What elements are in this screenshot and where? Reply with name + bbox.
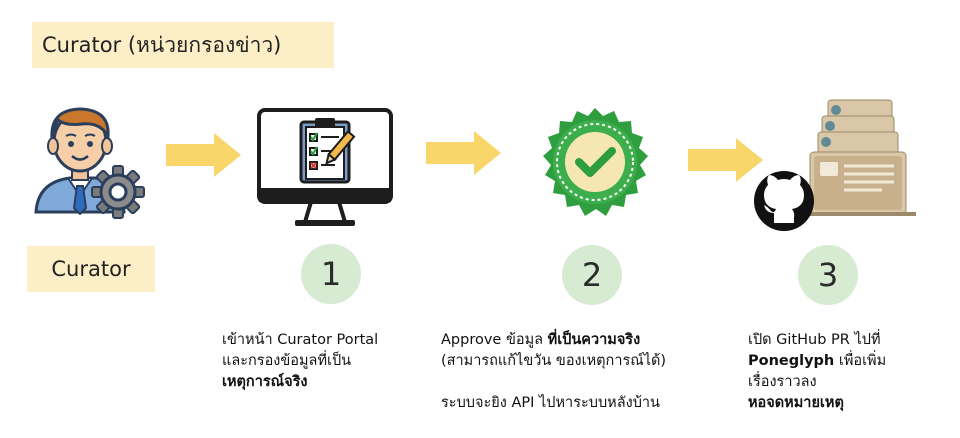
arrow-icon <box>688 138 763 182</box>
description-line: เปิด GitHub PR ไปที่ <box>748 332 881 348</box>
description-line: หอจดหมายเหตุ <box>748 395 844 411</box>
curator-actor <box>30 100 150 225</box>
description-spacer <box>441 372 731 393</box>
step-1-description: เข้าหน้า Curator Portal และกรองข้อมูลที่… <box>222 330 442 393</box>
description-line: ระบบจะยิง API ไปหาระบบหลังบ้าน <box>441 395 660 411</box>
curator-with-gear-icon <box>34 107 145 219</box>
step-3-description: เปิด GitHub PR ไปที่ Poneglyph เพื่อเพิ่… <box>748 330 948 414</box>
diagram-title-text: Curator (หน่วยกรองข่าว) <box>42 32 282 57</box>
description-line: เข้าหน้า Curator Portal <box>222 332 379 348</box>
arrow-icon <box>426 131 501 175</box>
step-1-number: 1 <box>301 244 361 304</box>
step-2-illustration <box>535 106 655 226</box>
approval-badge-icon <box>543 108 648 216</box>
role-label-text: Curator <box>51 257 131 281</box>
step-3-illustration <box>752 96 920 236</box>
diagram-title: Curator (หน่วยกรองข่าว) <box>32 22 334 68</box>
description-line: Poneglyph เพื่อเพิ่ม <box>748 353 887 369</box>
step-2-description: Approve ข้อมูล ที่เป็นความจริง (สามารถแก… <box>441 330 731 414</box>
description-line: และกรองข้อมูลที่เป็น <box>222 353 352 369</box>
description-line: Approve ข้อมูล ที่เป็นความจริง <box>441 332 641 348</box>
role-label: Curator <box>27 246 155 292</box>
description-line: เหตุการณ์จริง <box>222 374 308 390</box>
step-2-number: 2 <box>562 245 622 305</box>
arrow-icon <box>166 133 241 177</box>
description-line: เรื่องราวลง <box>748 374 817 390</box>
step-1-illustration <box>255 106 395 231</box>
description-line: (สามารถแก้ไขวัน ของเหตุการณ์ได้) <box>441 353 667 369</box>
monitor-checklist-icon <box>257 108 393 226</box>
step-3-number: 3 <box>798 245 858 305</box>
github-archive-icon <box>754 99 916 231</box>
